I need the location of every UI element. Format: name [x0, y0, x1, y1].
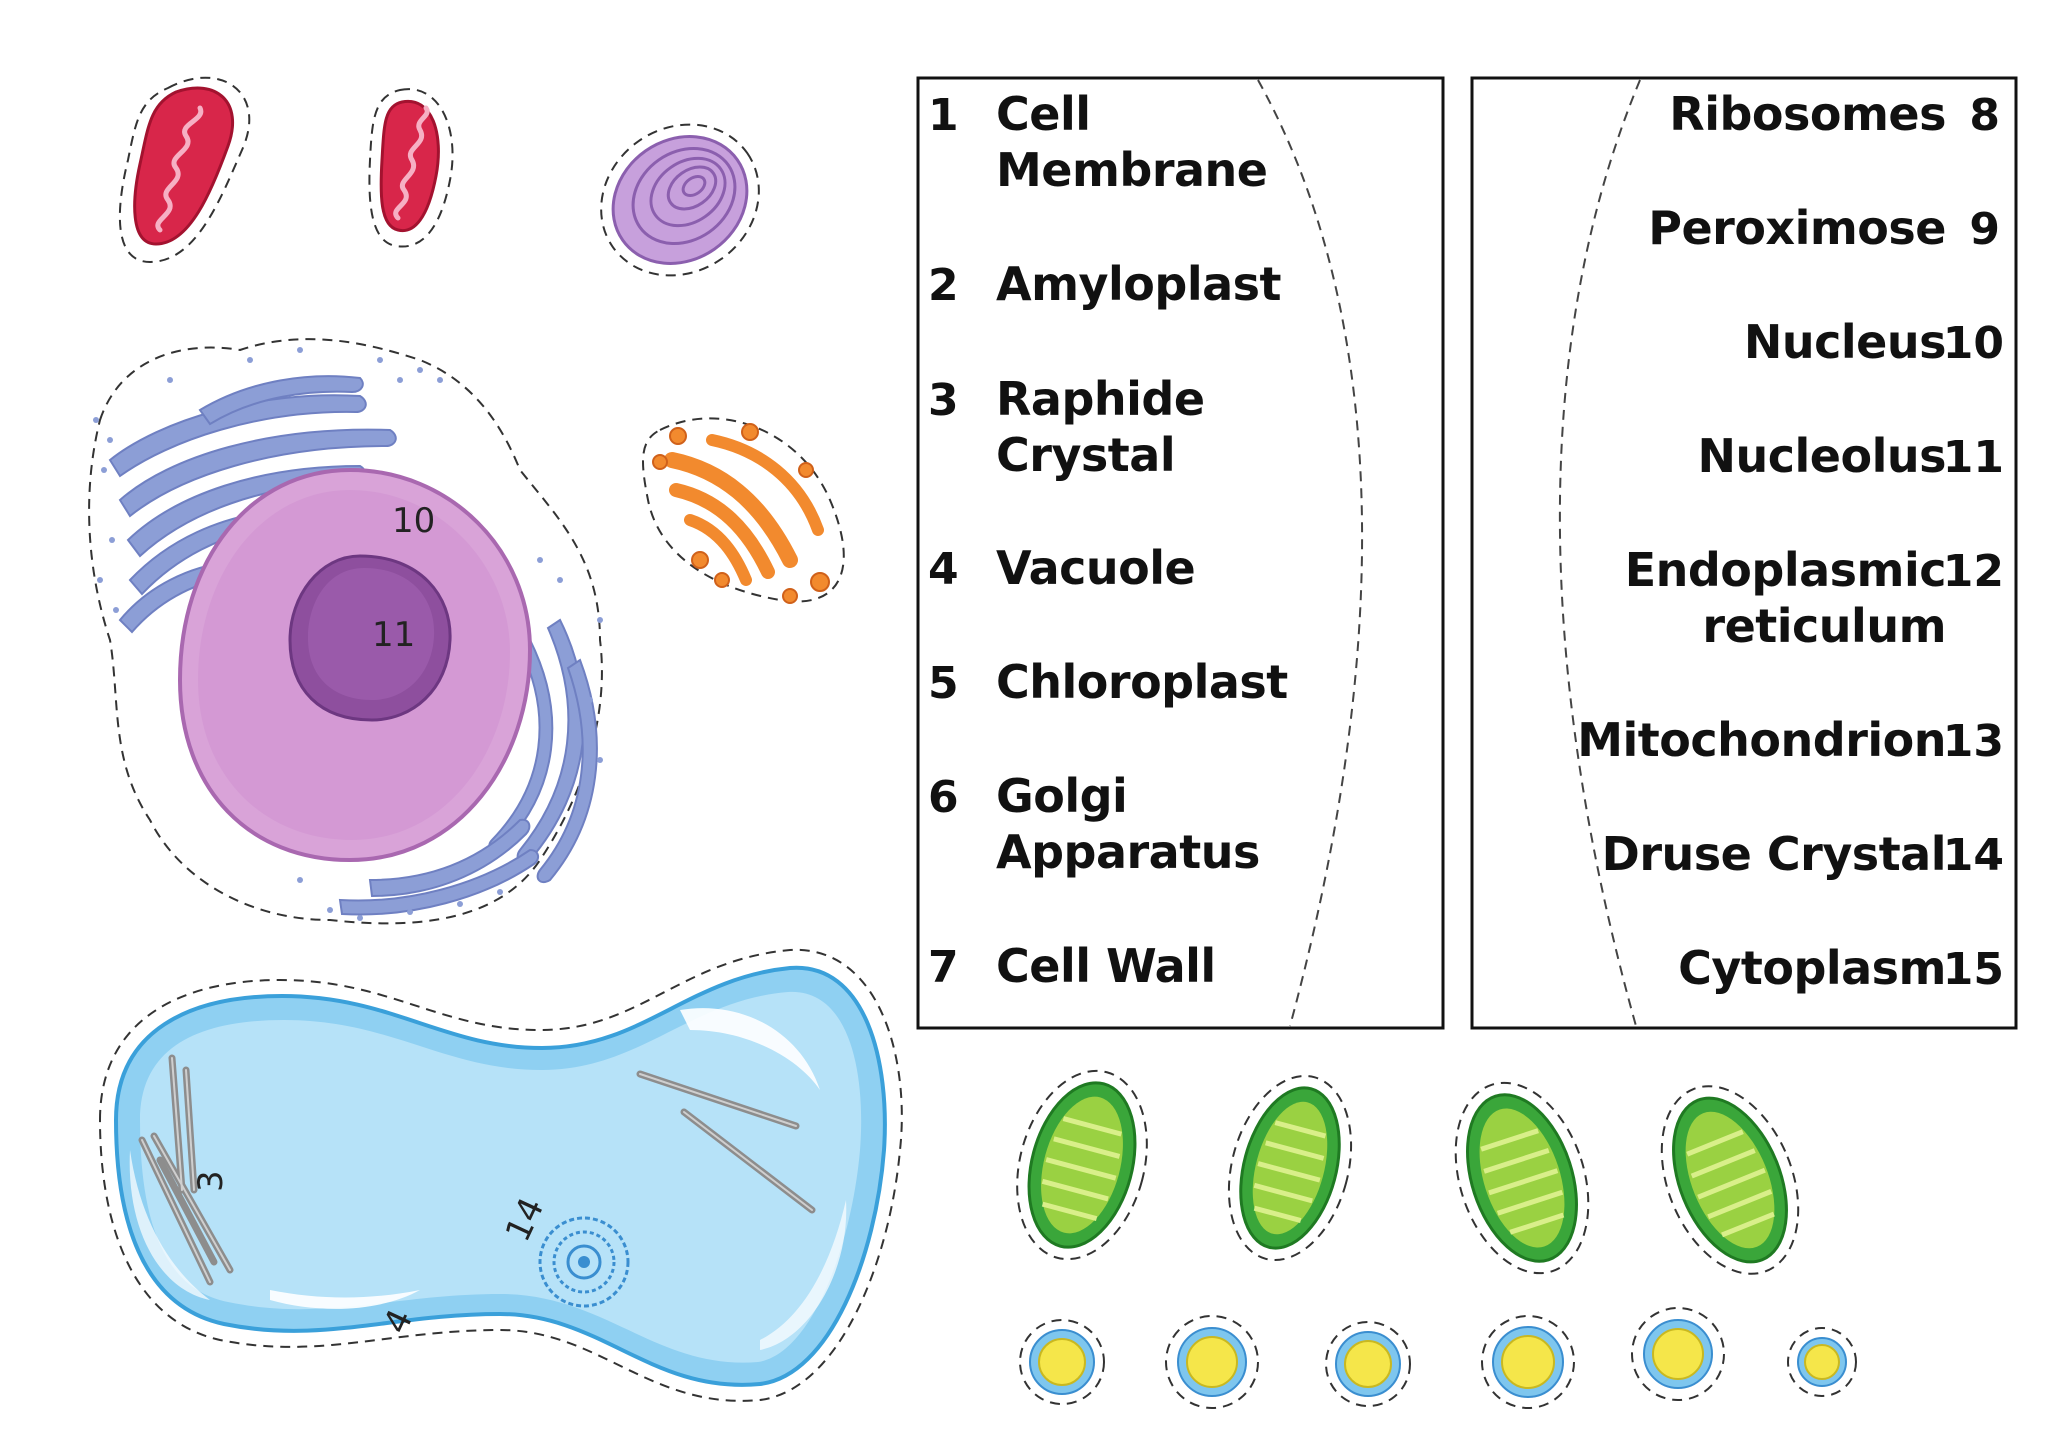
label-text: Mitochondrion: [1577, 713, 1946, 767]
label-text: Membrane: [996, 143, 1268, 197]
label-text: Crystal: [996, 428, 1175, 482]
mitochondrion-large: [118, 76, 251, 264]
label-text: Cell: [996, 87, 1091, 141]
label-text: Apparatus: [996, 825, 1260, 879]
label-number: 15: [1943, 944, 2004, 995]
label-number: 10: [1943, 318, 2004, 369]
label-text: Druse Crystal: [1602, 827, 1946, 881]
peroxisome: [600, 123, 760, 277]
label-text: Endoplasmic: [1625, 543, 1946, 597]
label-text: Peroximose: [1648, 201, 1946, 255]
label-text: Cell Wall: [996, 939, 1216, 993]
label-number: 3: [928, 375, 959, 426]
label-text: Nucleus: [1744, 315, 1946, 369]
label-number: 5: [928, 658, 959, 709]
label-number: 12: [1943, 546, 2004, 597]
label-number: 14: [1943, 830, 2004, 881]
nucleolus-number: 11: [372, 615, 415, 655]
label-text: reticulum: [1702, 599, 1946, 653]
label-number: 7: [928, 942, 959, 993]
label-text: Amyloplast: [996, 257, 1281, 311]
amyloplasts: [1019, 1307, 1857, 1409]
label-number: 13: [1943, 716, 2004, 767]
label-number: 11: [1943, 432, 2004, 483]
golgi-apparatus: [642, 417, 845, 604]
label-number: 4: [928, 544, 959, 595]
mitochondrion-small: [368, 88, 454, 248]
label-number: 9: [1969, 204, 2000, 255]
label-text: Ribosomes: [1669, 87, 1946, 141]
label-text: Cytoplasm: [1678, 941, 1946, 995]
nucleus-with-er: [88, 338, 603, 925]
raphide-number: 3: [191, 1170, 231, 1192]
label-number: 6: [928, 772, 959, 823]
label-text: Nucleolus: [1698, 429, 1946, 483]
label-text: Raphide: [996, 372, 1205, 426]
label-number: 2: [928, 260, 959, 311]
nucleus-number: 10: [392, 501, 435, 541]
chloroplasts: [1016, 1069, 1800, 1275]
label-text: Golgi: [996, 769, 1127, 823]
druse-crystal: [538, 1216, 630, 1308]
label-number: 1: [928, 90, 959, 141]
label-number: 8: [1969, 90, 2000, 141]
label-text: Vacuole: [996, 541, 1195, 595]
label-text: Chloroplast: [996, 655, 1288, 709]
